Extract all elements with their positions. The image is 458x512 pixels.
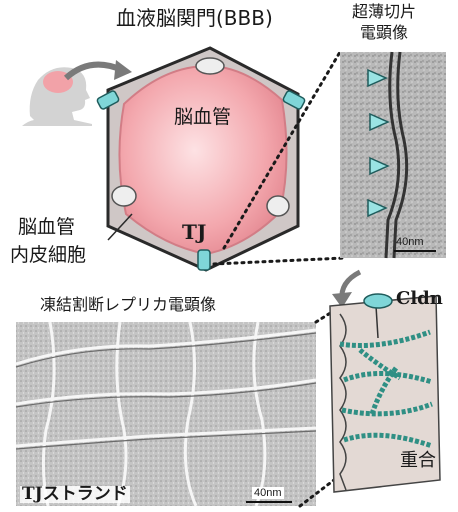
cldn-label: Cldn	[396, 290, 443, 308]
endothelial-label-line1: 脳血管	[18, 218, 75, 237]
freeze-scale-label: 40nm	[252, 487, 284, 499]
endothelial-label-line2: 内皮細胞	[10, 246, 86, 265]
diagram-title: 血液脳関門(BBB)	[116, 8, 273, 28]
head-silhouette-icon	[22, 67, 92, 126]
overlap-label: 重合	[400, 452, 436, 470]
em-label-line2: 電顕像	[360, 25, 408, 41]
thin-section-em-image	[340, 52, 446, 258]
vessel-label: 脳血管	[174, 108, 231, 127]
down-arrow-icon	[332, 272, 360, 308]
strand-label: TJストランド	[20, 486, 130, 503]
zoom-line-bottom	[214, 258, 344, 264]
tj-label: TJ	[182, 222, 206, 242]
em-scale-label: 40nm	[396, 236, 424, 248]
freeze-fracture-label: 凍結割断レプリカ電顕像	[40, 297, 216, 313]
em-label-line1: 超薄切片	[352, 4, 416, 20]
freeze-fracture-image	[16, 322, 316, 506]
